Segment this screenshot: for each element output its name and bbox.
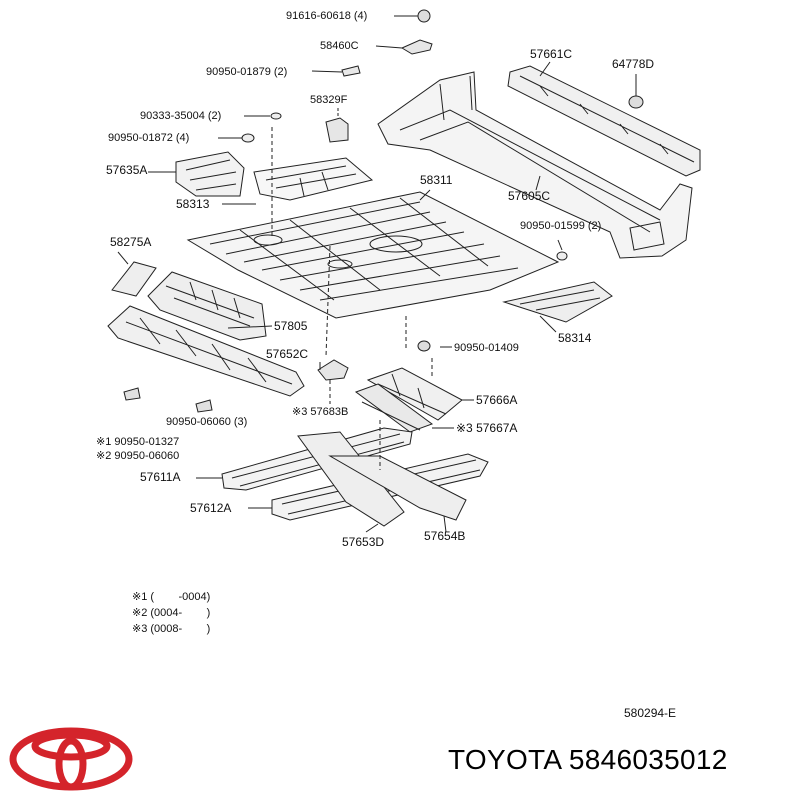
label-57683b: ※3 57683B xyxy=(292,406,349,418)
bracket-57635a xyxy=(175,151,245,197)
floor-crossmember-lower xyxy=(107,305,305,397)
label-57667a: ※3 57667A xyxy=(456,421,518,435)
bolt-91616 xyxy=(394,9,431,23)
label-57612a: 57612A xyxy=(190,501,232,515)
label-57611a: 57611A xyxy=(140,470,181,484)
label-58313: 58313 xyxy=(176,197,210,211)
label-90950-06060: 90950-06060 (3) xyxy=(166,416,248,428)
member-57654b xyxy=(328,455,467,521)
label-57661c: 57661C xyxy=(530,47,573,61)
label-58311: 58311 xyxy=(420,173,453,187)
label-57635a: 57635A xyxy=(106,163,148,177)
bracket-58275a xyxy=(111,261,157,297)
label-91616-60618: 91616-60618 (4) xyxy=(286,10,368,22)
label-90950-01409: 90950-01409 xyxy=(454,342,519,354)
label-58329f: 58329F xyxy=(310,94,348,106)
label-57805: 57805 xyxy=(274,319,308,333)
label-64778d: 64778D xyxy=(612,57,655,71)
label-90333-35004: 90333-35004 (2) xyxy=(140,110,222,122)
rear-floor-58313 xyxy=(253,157,374,201)
label-58275a: 58275A xyxy=(110,235,152,249)
label-57653d: 57653D xyxy=(342,535,385,549)
bracket-58460c xyxy=(375,39,433,55)
side-member-57805 xyxy=(147,271,267,341)
member-57653d xyxy=(297,431,405,527)
label-57605c: 57605C xyxy=(508,189,551,203)
rear-floor-side-58314 xyxy=(502,281,613,323)
plug-90950-01879 xyxy=(341,65,361,77)
label-90950-01872: 90950-01872 (4) xyxy=(108,132,190,144)
label-57652c: 57652C xyxy=(266,347,309,361)
label-57666a: 57666A xyxy=(476,393,518,407)
label-90950-01879: 90950-01879 (2) xyxy=(206,66,288,78)
part-title: TOYOTA 5846035012 xyxy=(448,744,728,775)
center-floor-panel-58311 xyxy=(186,191,560,319)
legend-line-1: ※1 ( -0004) xyxy=(132,591,211,603)
legend-line-3: ※3 (0008- ) xyxy=(132,623,211,635)
toyota-logo xyxy=(9,727,133,791)
label-90950-01327: ※1 90950-01327 xyxy=(96,436,180,448)
legend-line-2: ※2 (0004- ) xyxy=(132,607,211,619)
label-58314: 58314 xyxy=(558,331,592,345)
label-58460c: 58460C xyxy=(320,40,359,52)
rear-side-member-57605c xyxy=(377,71,693,259)
label-57654b: 57654B xyxy=(424,529,466,543)
rocker-rail-57661c xyxy=(507,65,701,177)
diagram-code: 580294-E xyxy=(624,706,677,720)
label-90950-06060-b: ※2 90950-06060 xyxy=(96,450,180,462)
label-90950-01599: 90950-01599 (2) xyxy=(520,220,602,232)
crossmember-57667a xyxy=(354,383,434,433)
